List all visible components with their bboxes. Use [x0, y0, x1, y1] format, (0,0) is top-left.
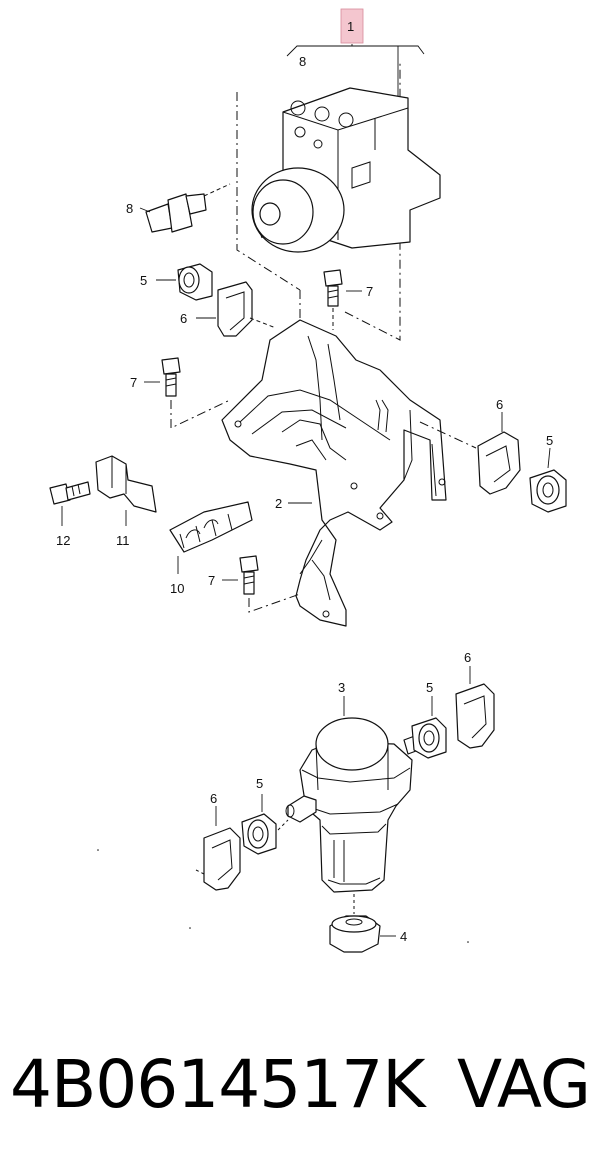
- pipe-holder-10: [169, 501, 253, 574]
- rubber-bushing-right: [529, 447, 567, 513]
- speck-3: [467, 941, 469, 943]
- rubber-bushing-pump-right: [411, 696, 447, 759]
- mount-clip-pump-left: [195, 806, 241, 891]
- callout-4: 4: [400, 929, 407, 944]
- bolt-upper: [323, 269, 362, 330]
- callout-5-a: 5: [140, 273, 147, 288]
- callout-1: 1: [347, 19, 354, 34]
- part-number-caption: 4B0614517K VAG: [10, 1030, 591, 1140]
- rubber-damper-4: [329, 894, 396, 953]
- brand-text: VAG: [456, 1046, 591, 1123]
- speck-1: [97, 849, 99, 851]
- exploded-parts-diagram: 1 8 8 5: [49, 8, 567, 953]
- mount-clip-pump-right: [455, 666, 495, 749]
- pressure-sensor: [139, 183, 231, 233]
- callout-5-b: 5: [546, 433, 553, 448]
- callout-11: 11: [116, 533, 130, 548]
- callout-7-a: 7: [366, 284, 373, 299]
- bracket-1: [286, 45, 425, 57]
- callout-7-c: 7: [208, 573, 215, 588]
- callout-6-b: 6: [496, 397, 503, 412]
- bolt-left: [144, 357, 231, 429]
- callout-2: 2: [275, 496, 282, 511]
- mount-clip-right: [419, 412, 521, 495]
- speck-2: [189, 927, 191, 929]
- small-bracket-11: [95, 455, 157, 526]
- part-number-text: 4B0614517K: [10, 1046, 425, 1123]
- callout-6-c: 6: [464, 650, 471, 665]
- main-mounting-bracket: [221, 319, 447, 627]
- callout-1-group[interactable]: 1: [340, 8, 364, 44]
- callout-1-highlight: [340, 8, 364, 44]
- abs-hydraulic-unit: [236, 60, 441, 341]
- callout-3: 3: [338, 680, 345, 695]
- callout-6-a: 6: [180, 311, 187, 326]
- rubber-bushing-upper: [156, 263, 213, 301]
- vacuum-pump: [285, 696, 425, 893]
- bolt-lower: [222, 555, 301, 613]
- callout-10: 10: [170, 581, 184, 596]
- callout-5-d: 5: [256, 776, 263, 791]
- rubber-bushing-pump-left: [241, 794, 289, 855]
- mount-clip-upper: [196, 281, 277, 337]
- bolt-12: [49, 481, 91, 526]
- callout-8-top: 8: [299, 54, 306, 69]
- callout-5-c: 5: [426, 680, 433, 695]
- callout-7-b: 7: [130, 375, 137, 390]
- callout-6-d: 6: [210, 791, 217, 806]
- callout-8: 8: [126, 201, 133, 216]
- callout-12: 12: [56, 533, 70, 548]
